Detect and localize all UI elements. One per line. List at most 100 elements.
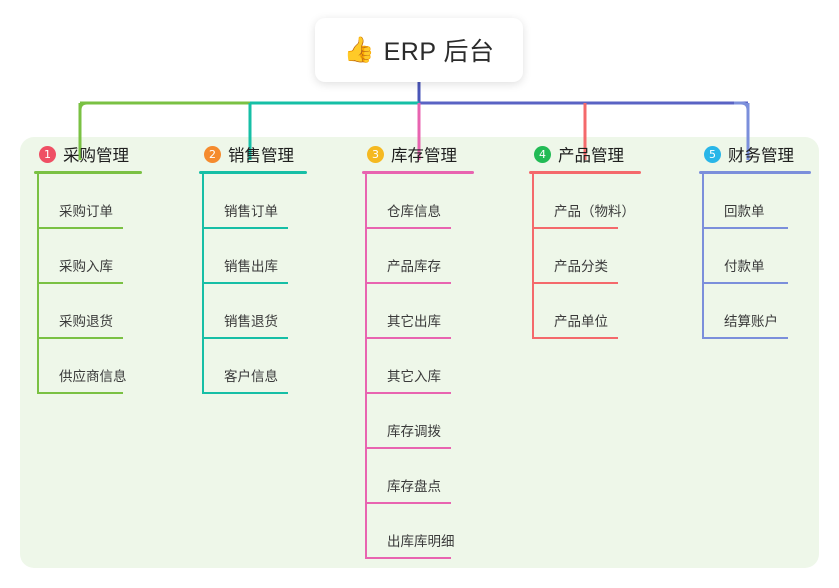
leaf-label: 出库库明细: [387, 534, 455, 549]
leaf-list-3: 仓库信息产品库存其它出库其它入库库存调拨库存盘点出库库明细: [365, 174, 513, 559]
leaf-underline: [365, 392, 451, 394]
leaf-item[interactable]: 库存盘点: [365, 449, 513, 504]
branch-column-4: 4 产品管理产品（物料） 产品分类产品单位: [515, 137, 680, 339]
leaf-underline: [202, 337, 288, 339]
leaf-label: 回款单: [724, 204, 765, 219]
leaf-underline: [702, 282, 788, 284]
leaf-underline: [532, 337, 618, 339]
leaf-label: 其它入库: [387, 369, 441, 384]
leaf-underline: [365, 227, 451, 229]
branch-underline-1: [34, 171, 142, 174]
branch-header-3[interactable]: 3 库存管理: [348, 137, 513, 171]
leaf-item[interactable]: 销售退货: [202, 284, 345, 339]
leaf-underline: [37, 282, 123, 284]
leaf-label: 采购入库: [59, 259, 113, 274]
leaf-label: 销售退货: [224, 314, 278, 329]
leaf-item[interactable]: 采购订单: [37, 174, 180, 229]
leaf-item[interactable]: 产品（物料）: [532, 174, 680, 229]
leaf-label: 产品（物料）: [554, 204, 635, 219]
leaf-label: 结算账户: [724, 314, 778, 329]
leaf-item[interactable]: 付款单: [702, 229, 830, 284]
branch-trunk-1: [37, 174, 39, 394]
leaf-item[interactable]: 供应商信息: [37, 339, 180, 394]
branch-title-3: 库存管理: [391, 147, 457, 165]
branch-title-5: 财务管理: [728, 147, 794, 165]
leaf-label: 库存盘点: [387, 479, 441, 494]
branch-title-1: 采购管理: [63, 147, 129, 165]
leaf-label: 仓库信息: [387, 204, 441, 219]
leaf-item[interactable]: 其它入库: [365, 339, 513, 394]
leaf-item[interactable]: 采购退货: [37, 284, 180, 339]
leaf-item[interactable]: 回款单: [702, 174, 830, 229]
leaf-list-4: 产品（物料） 产品分类产品单位: [532, 174, 680, 339]
leaf-label: 供应商信息: [59, 369, 127, 384]
branch-badge-5: 5: [704, 145, 721, 163]
leaf-item[interactable]: 库存调拨: [365, 394, 513, 449]
leaf-label: 销售出库: [224, 259, 278, 274]
leaf-underline: [702, 337, 788, 339]
leaf-item[interactable]: 采购入库: [37, 229, 180, 284]
leaf-underline: [202, 227, 288, 229]
branch-column-3: 3 库存管理仓库信息产品库存其它出库其它入库库存调拨库存盘点出库库明细: [348, 137, 513, 559]
leaf-label: 产品分类: [554, 259, 608, 274]
branches-panel: [20, 137, 819, 568]
leaf-item[interactable]: 结算账户: [702, 284, 830, 339]
branch-header-5[interactable]: 5 财务管理: [685, 137, 830, 171]
leaf-underline: [37, 337, 123, 339]
branch-trunk-2: [202, 174, 204, 394]
leaf-list-1: 采购订单采购入库采购退货供应商信息: [37, 174, 180, 394]
leaf-label: 库存调拨: [387, 424, 441, 439]
bus-left-elbow: [78, 101, 94, 111]
leaf-label: 采购订单: [59, 204, 113, 219]
branch-underline-4: [529, 171, 641, 174]
leaf-item[interactable]: 客户信息: [202, 339, 345, 394]
leaf-underline: [202, 282, 288, 284]
leaf-label: 采购退货: [59, 314, 113, 329]
leaf-underline: [365, 337, 451, 339]
branch-badge-2: 2: [204, 145, 221, 163]
leaf-underline: [202, 392, 288, 394]
leaf-underline: [365, 447, 451, 449]
leaf-item[interactable]: 产品分类: [532, 229, 680, 284]
leaf-underline: [365, 502, 451, 504]
leaf-item[interactable]: 产品库存: [365, 229, 513, 284]
leaf-underline: [702, 227, 788, 229]
branch-badge-1: 1: [39, 145, 56, 163]
leaf-label: 销售订单: [224, 204, 278, 219]
leaf-underline: [37, 227, 123, 229]
bus-right-elbow: [734, 101, 750, 111]
leaf-label: 产品库存: [387, 259, 441, 274]
branch-header-1[interactable]: 1 采购管理: [20, 137, 180, 171]
branch-underline-2: [199, 171, 307, 174]
branch-trunk-5: [702, 174, 704, 339]
branch-badge-4: 4: [534, 145, 551, 163]
branch-header-4[interactable]: 4 产品管理: [515, 137, 680, 171]
leaf-underline: [37, 392, 123, 394]
leaf-item[interactable]: 销售出库: [202, 229, 345, 284]
root-node[interactable]: 👍 ERP 后台: [315, 18, 523, 82]
leaf-item[interactable]: 其它出库: [365, 284, 513, 339]
leaf-item[interactable]: 销售订单: [202, 174, 345, 229]
branch-trunk-3: [365, 174, 367, 559]
thumbs-up-icon: 👍: [343, 35, 375, 64]
leaf-item[interactable]: 产品单位: [532, 284, 680, 339]
branch-trunk-4: [532, 174, 534, 339]
leaf-label: 付款单: [724, 259, 765, 274]
leaf-underline: [365, 557, 451, 559]
root-title: ERP 后台: [383, 38, 495, 66]
branch-badge-3: 3: [367, 145, 384, 163]
branch-underline-5: [699, 171, 811, 174]
leaf-item[interactable]: 仓库信息: [365, 174, 513, 229]
leaf-list-2: 销售订单销售出库销售退货客户信息: [202, 174, 345, 394]
branch-title-4: 产品管理: [558, 147, 624, 165]
leaf-label: 产品单位: [554, 314, 608, 329]
leaf-label: 客户信息: [224, 369, 278, 384]
leaf-underline: [532, 227, 618, 229]
leaf-list-5: 回款单付款单结算账户: [702, 174, 830, 339]
leaf-item[interactable]: 出库库明细: [365, 504, 513, 559]
branch-underline-3: [362, 171, 474, 174]
